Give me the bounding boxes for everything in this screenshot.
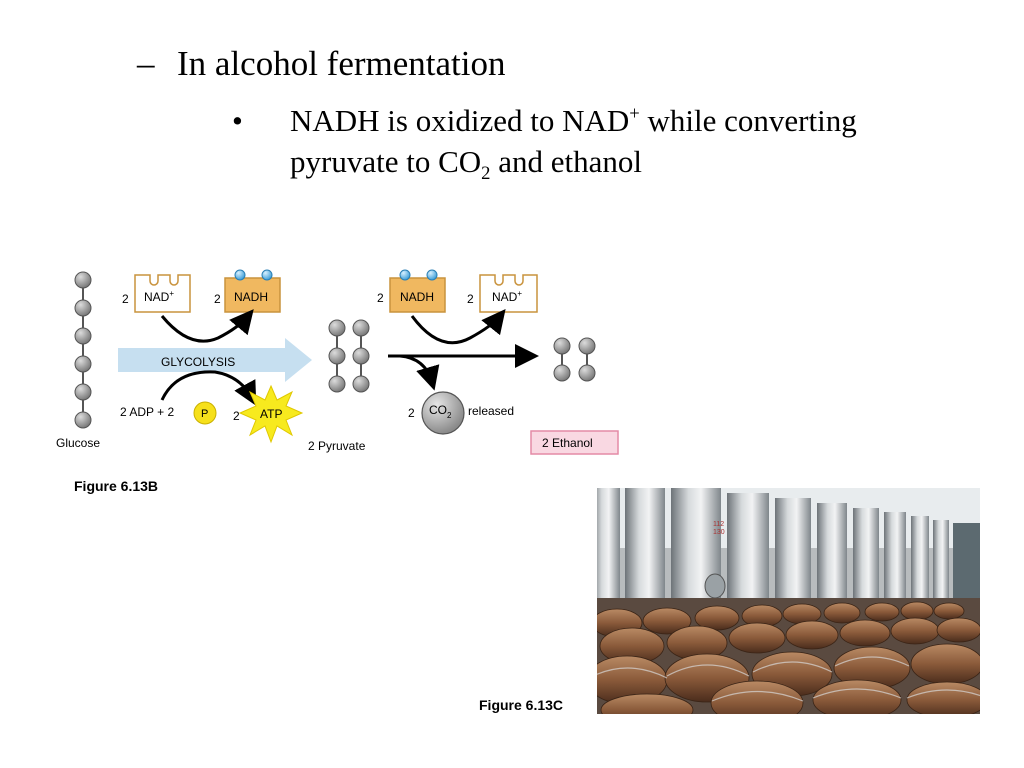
nad-out-box	[479, 274, 538, 313]
ethanol-box	[530, 430, 619, 455]
slide-text: –In alcohol fermentation • NADH is oxidi…	[0, 0, 1024, 200]
ethanol-molecule	[553, 337, 571, 382]
tank-marking: 130	[713, 529, 725, 536]
bullet-sup: +	[629, 103, 640, 125]
nad-out-count: 2	[467, 292, 474, 306]
electron-icon	[234, 269, 246, 281]
wine-barrels-photo: 112 130	[597, 488, 980, 714]
fermentation-diagram: Glucose GLYCOLYSIS 2 NAD+ 2 NADH 2 ADP +…	[56, 269, 619, 455]
co2-release-arrow	[399, 354, 440, 391]
phosphate-icon	[193, 401, 217, 425]
glycolysis-arrow	[118, 338, 312, 382]
atp-star-icon	[238, 384, 304, 444]
bullet-marker: •	[232, 103, 243, 138]
sub-bullet-text: NADH is oxidized to NAD+ while convertin…	[290, 100, 930, 185]
tank-marking: 112	[713, 521, 724, 528]
heading-bullet: –In alcohol fermentation	[137, 44, 505, 84]
co2-count: 2	[408, 406, 415, 420]
adp-to-atp-arrow	[160, 370, 257, 406]
co2-icon	[421, 391, 465, 435]
nad-in-box	[134, 274, 191, 313]
nadh-to-nad-arrow	[410, 308, 506, 345]
atp-count: 2	[233, 409, 240, 423]
bullet-text-part2: while converting	[639, 103, 857, 138]
figure-c-label: Figure 6.13C	[479, 697, 564, 713]
glucose-label: Glucose	[56, 436, 100, 450]
nad-to-nadh-arrow	[160, 309, 254, 343]
nad-in-count: 2	[122, 292, 129, 306]
bullet-text-part1: NADH is oxidized to NAD	[290, 103, 630, 138]
electron-icon	[399, 269, 411, 281]
nadh-out-label: NADH	[234, 290, 268, 304]
nadh-in-count: 2	[377, 291, 384, 305]
adp-label: 2 ADP + 2	[120, 405, 174, 419]
glycolysis-label: GLYCOLYSIS	[161, 355, 235, 369]
electron-icon	[426, 269, 438, 281]
heading-text: In alcohol fermentation	[177, 44, 506, 83]
ethanol-molecule	[578, 337, 596, 382]
bullet-text-part3: pyruvate to CO	[290, 144, 482, 179]
nad-in-label: NAD+	[144, 289, 174, 304]
dash-marker: –	[137, 44, 155, 83]
glucose-molecule	[74, 271, 92, 429]
nadh-out-count: 2	[214, 292, 221, 306]
pyruvate-molecule	[328, 319, 346, 393]
pyruvate-molecule	[352, 319, 370, 393]
nadh-in-box	[389, 277, 446, 313]
co2-label: CO2	[429, 403, 452, 420]
phosphate-label: P	[201, 408, 208, 420]
pyruvate-label: 2 Pyruvate	[308, 439, 366, 453]
bullet-sub: 2	[481, 163, 491, 185]
co2-released-label: released	[468, 404, 514, 418]
barrel-rows	[597, 598, 980, 714]
electron-icon	[261, 269, 273, 281]
atp-label: ATP	[260, 407, 282, 421]
ethanol-label: 2 Ethanol	[542, 436, 593, 450]
nadh-in-label: NADH	[400, 290, 434, 304]
figure-b-label: Figure 6.13B	[74, 478, 159, 494]
nad-out-label: NAD+	[492, 289, 522, 304]
bullet-text-part4: and ethanol	[490, 144, 642, 179]
